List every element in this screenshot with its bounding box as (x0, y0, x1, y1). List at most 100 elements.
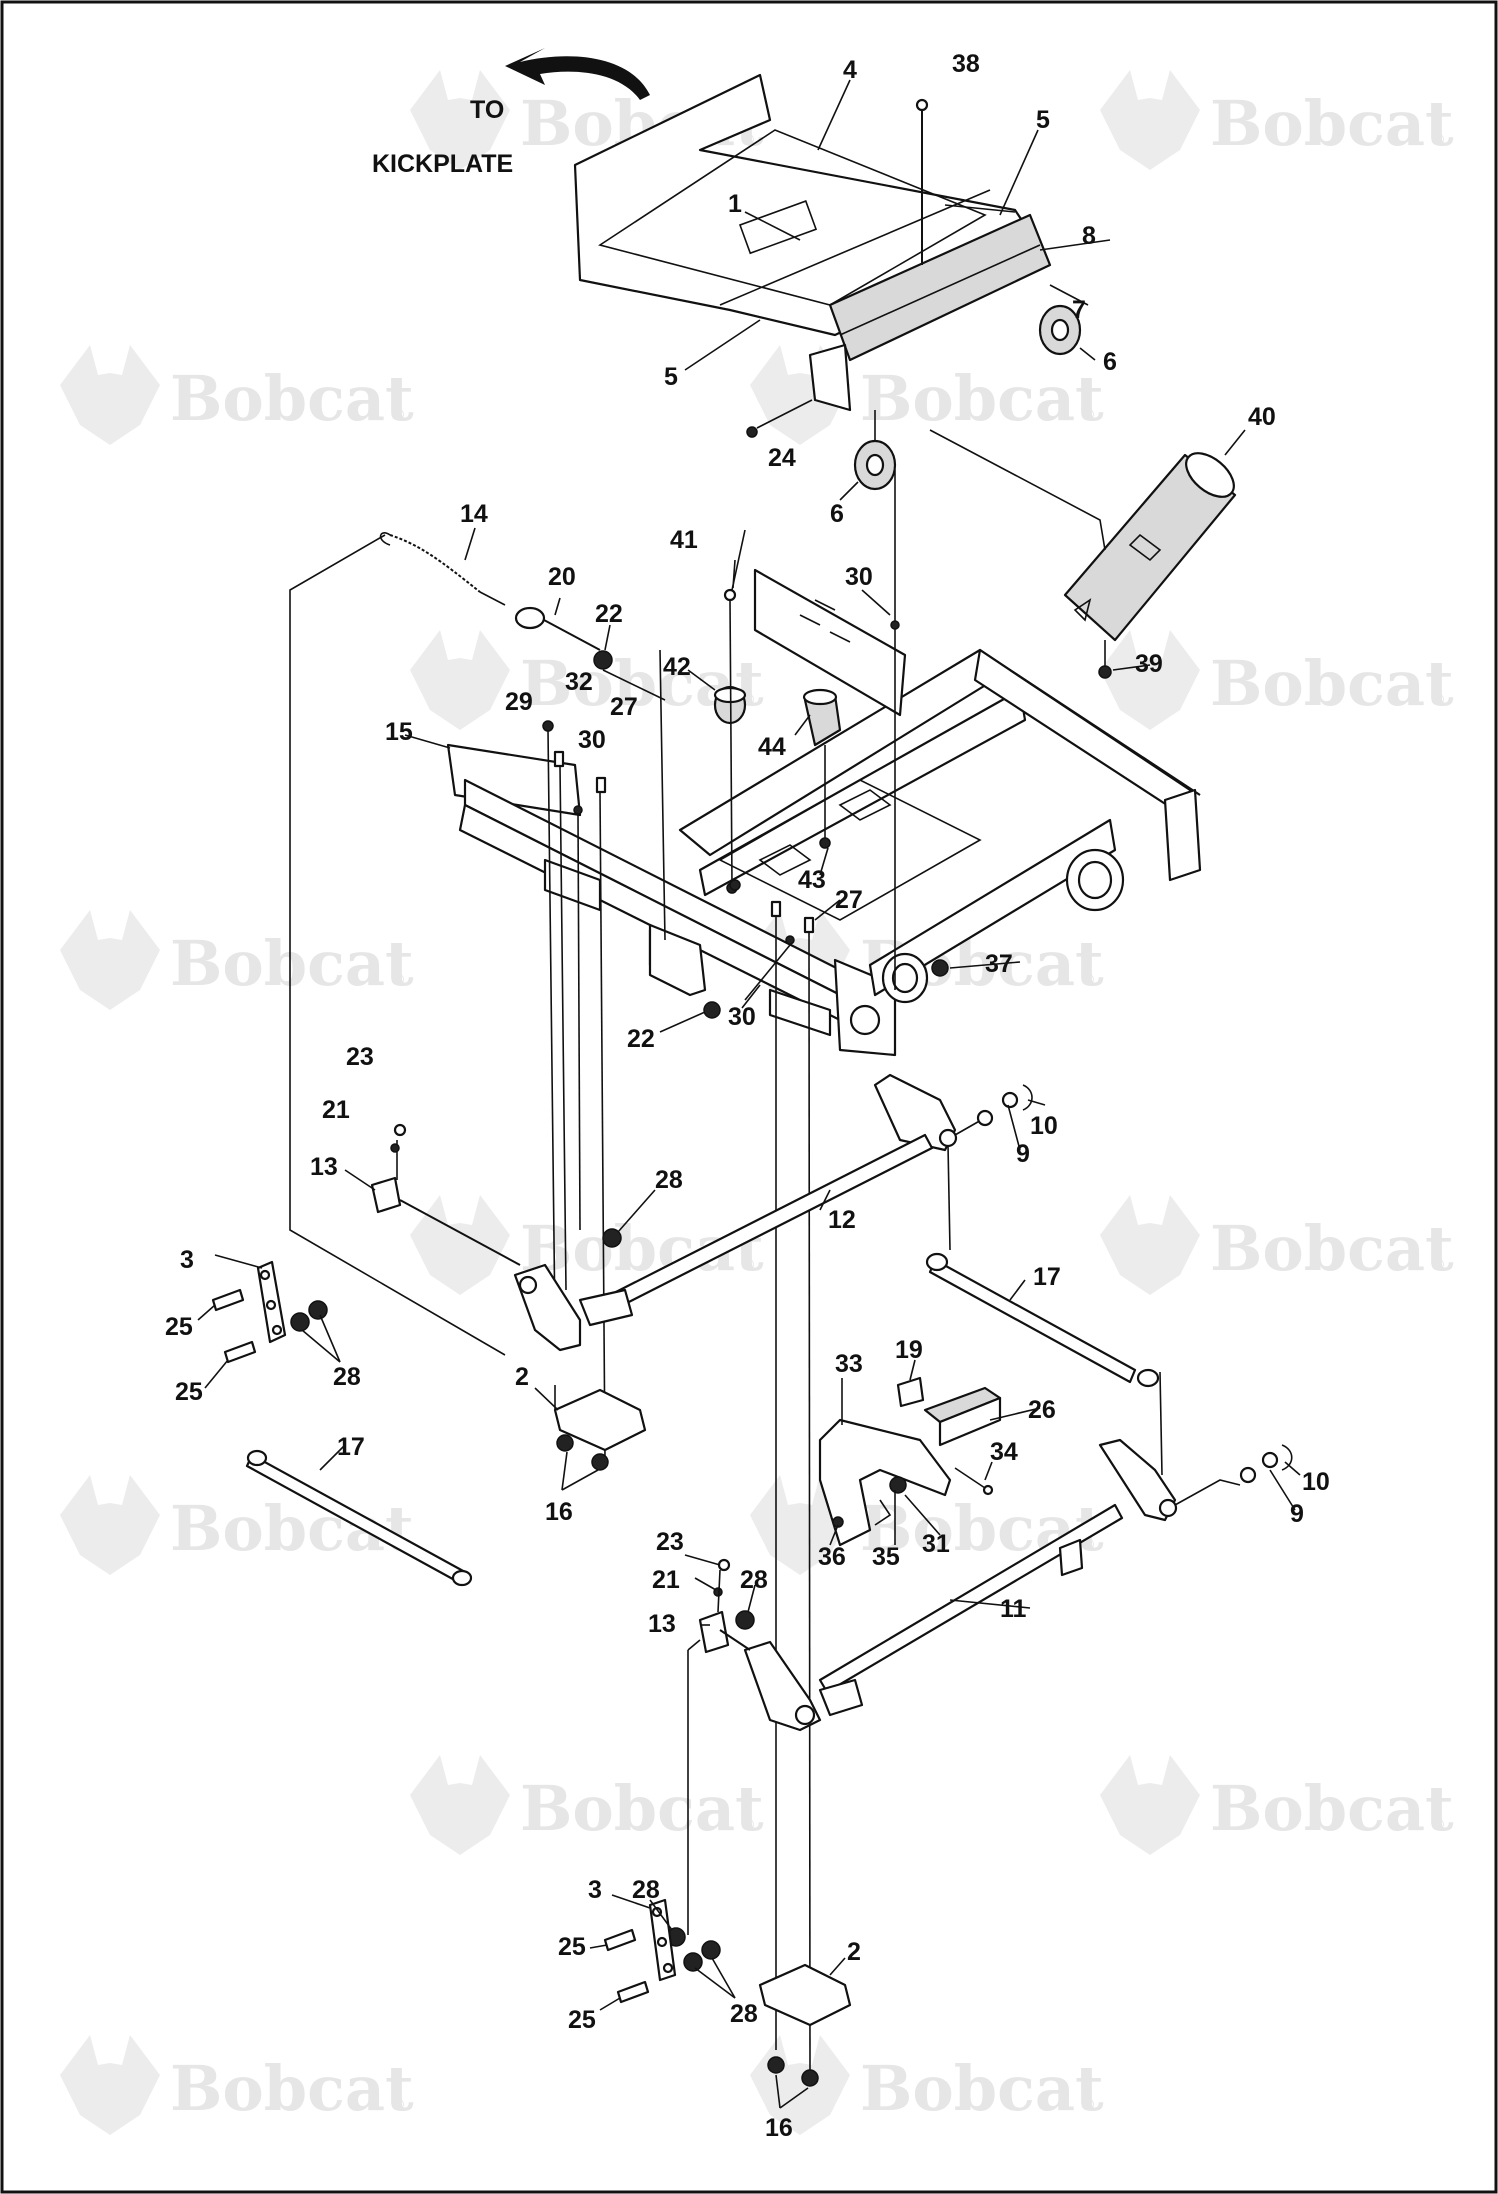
callout-28d: 28 (632, 1876, 660, 1904)
callout-42: 42 (663, 653, 691, 681)
callout-28: 28 (655, 1166, 683, 1194)
callout-40: 40 (1248, 403, 1276, 431)
callout-21b: 21 (652, 1566, 680, 1594)
watermark-text: Bobcat (1210, 1772, 1454, 1845)
watermark: Bobcat ® (1100, 630, 1454, 730)
callout-2b: 2 (847, 1938, 861, 1966)
rubber-bumper-6b (853, 410, 897, 491)
callout-8: 8 (1082, 222, 1096, 250)
callout-34: 34 (990, 1438, 1018, 1466)
kickplate-note: TO KICKPLATE (372, 48, 650, 178)
callout-29: 29 (505, 688, 533, 716)
pedal-pad-26 (923, 1386, 1002, 1447)
callout-5: 5 (1036, 106, 1050, 134)
callout-32: 32 (565, 668, 593, 696)
bolts-center (744, 900, 815, 2076)
callout-1: 1 (728, 190, 742, 218)
callout-30c: 30 (728, 1003, 756, 1031)
watermark-r: ® (1080, 2095, 1096, 2114)
callout-16: 16 (545, 1498, 573, 1526)
bolts-left-cluster (542, 720, 607, 1461)
watermark-text: Bobcat (1210, 647, 1454, 720)
rod-20 (514, 606, 601, 651)
watermark-text: Bobcat (860, 2052, 1104, 2125)
watermark-r: ® (1080, 970, 1096, 989)
callout-6: 6 (1103, 348, 1117, 376)
curved-arrow-icon (505, 48, 650, 100)
watermark-r: ® (1430, 690, 1446, 709)
crank-left (513, 1263, 634, 1352)
callout-25b: 25 (175, 1378, 203, 1406)
bolt-30 (890, 470, 900, 990)
callout-22: 22 (595, 600, 623, 628)
watermark-text: Bobcat (1210, 1212, 1454, 1285)
nut-22 (593, 650, 721, 1019)
callout-25: 25 (165, 1313, 193, 1341)
floor-pan (573, 73, 1052, 412)
callout-10: 10 (1030, 1112, 1058, 1140)
callout-26: 26 (1028, 1396, 1056, 1424)
lever-3-lower (603, 1898, 721, 2004)
callout-27: 27 (610, 693, 638, 721)
main-frame-15 (446, 568, 1202, 1057)
callout-43: 43 (798, 866, 826, 894)
callout-44: 44 (758, 733, 786, 761)
callout-5b: 5 (664, 363, 678, 391)
watermark-r: ® (390, 970, 406, 989)
callout-9: 9 (1016, 1140, 1030, 1168)
watermark: Bobcat ® (750, 2035, 1104, 2135)
watermark: Bobcat ® (1100, 1755, 1454, 1855)
lever-3-left (211, 1254, 328, 1364)
watermark: Bobcat ® (60, 345, 414, 445)
callout-12: 12 (828, 1206, 856, 1234)
decal-19 (896, 1376, 925, 1408)
callout-30: 30 (845, 563, 873, 591)
watermark-r: ® (390, 405, 406, 424)
watermark-text: Bobcat (170, 2052, 414, 2125)
callout-36: 36 (818, 1543, 846, 1571)
watermark: Bobcat ® (60, 2035, 414, 2135)
note-line-kickplate: KICKPLATE (372, 150, 513, 178)
bell-crank-lower (1098, 1438, 1293, 1522)
callout-15: 15 (385, 718, 413, 746)
callout-19: 19 (895, 1336, 923, 1364)
watermark-text: Bobcat (170, 362, 414, 435)
nut-28-upper (602, 1228, 622, 1248)
nut-37 (931, 959, 949, 977)
watermark-text: Bobcat (860, 362, 1104, 435)
callout-17b: 17 (337, 1433, 365, 1461)
callout-16b: 16 (765, 2114, 793, 2142)
callout-labels: 38 4 5 1 8 7 5 6 24 6 40 14 20 22 41 30 … (165, 50, 1330, 2142)
callout-21: 21 (322, 1096, 350, 1124)
watermark-r: ® (390, 2095, 406, 2114)
callout-7: 7 (1072, 296, 1086, 324)
watermark: Bobcat ® (750, 1475, 1104, 1575)
callout-9b: 9 (1290, 1500, 1304, 1528)
callout-31: 31 (922, 1530, 950, 1558)
spring-connection-line (289, 534, 506, 1356)
callout-27b: 27 (835, 886, 863, 914)
nut-43 (729, 837, 831, 891)
callout-25d: 25 (568, 2006, 596, 2034)
callout-28b: 28 (333, 1363, 361, 1391)
watermark: Bobcat ® (750, 345, 1104, 445)
callout-23: 23 (346, 1043, 374, 1071)
nut-39 (1098, 640, 1112, 679)
callout-13: 13 (310, 1153, 338, 1181)
callout-25c: 25 (558, 1933, 586, 1961)
callout-10b: 10 (1302, 1468, 1330, 1496)
callout-41: 41 (670, 526, 698, 554)
bracket-2-lower (758, 1963, 852, 2087)
watermark-text: Bobcat (520, 1772, 764, 1845)
callout-28c: 28 (740, 1566, 768, 1594)
callout-6b: 6 (830, 500, 844, 528)
callout-23b: 23 (656, 1528, 684, 1556)
note-line-to: TO (470, 96, 504, 124)
callout-35: 35 (872, 1543, 900, 1571)
callout-20: 20 (548, 563, 576, 591)
watermark-r: ® (1430, 1815, 1446, 1834)
callout-11: 11 (1000, 1595, 1027, 1623)
callout-24: 24 (768, 444, 796, 472)
